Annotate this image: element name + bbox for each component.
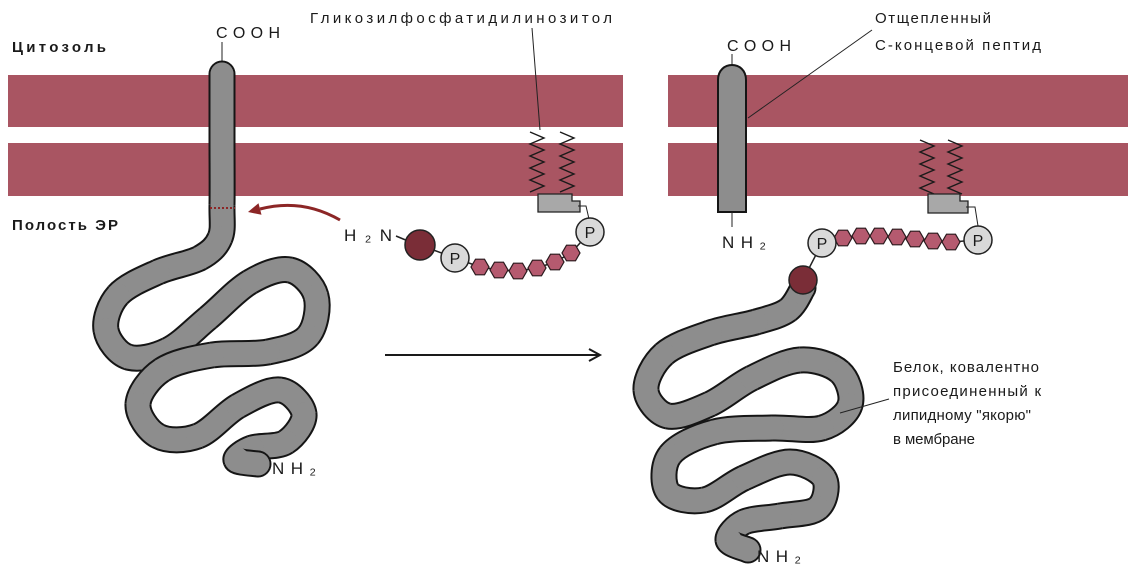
sugar-hexagon — [471, 259, 489, 275]
nh2-label-left: NH₂ — [272, 459, 316, 478]
nh2-label-right-bottom: NH₂ — [757, 547, 801, 566]
sugar-hexagon — [942, 234, 960, 250]
membrane-bilayer-left — [8, 75, 623, 196]
sugar-hexagon — [924, 233, 942, 249]
cleaved-c-terminal-peptide — [718, 65, 746, 212]
protein-tube-left-segment — [236, 460, 258, 464]
membrane-band-upper-left — [8, 75, 623, 127]
sugar-hexagon — [528, 260, 546, 276]
cytosol-label: Цитозоль — [12, 39, 106, 56]
sugar-hexagon — [562, 245, 580, 261]
anchored-protein-label-line3: липидному "якорю" — [893, 407, 1031, 424]
transfer-arrow-shaft — [260, 205, 340, 220]
cleaved-peptide-label-line1: Отщепленный — [875, 10, 991, 27]
anchored-protein-chain — [646, 275, 851, 564]
phosphate-label: P — [817, 236, 828, 253]
ethanolamine-circle-right — [789, 266, 817, 294]
glycan-chain-right — [822, 228, 978, 250]
anchored-protein-label-line4: в мембране — [893, 431, 975, 448]
gpi-anchor-right: P P — [646, 140, 992, 564]
sugar-hexagon — [888, 229, 906, 245]
reaction-arrow — [385, 349, 600, 361]
sugar-hexagon — [852, 228, 870, 244]
lipid-headgroup-block-right — [928, 194, 968, 213]
gpi-label: Гликозилфосфатидилинозитол — [310, 10, 612, 27]
phosphate-label: P — [973, 233, 984, 250]
protein-tube-right-segment — [728, 540, 748, 550]
cleaved-peptide-label-line2: С-концевой пептид — [875, 37, 1041, 54]
glycan-chain-left — [455, 232, 590, 279]
transfer-arrow-head — [248, 203, 262, 215]
h2n-label: H₂N — [344, 226, 392, 245]
sugar-hexagon — [490, 262, 508, 278]
sugar-hexagon — [509, 263, 527, 279]
lipid-headgroup-block-left — [538, 194, 580, 212]
er-lumen-label: Полость ЭР — [12, 217, 118, 234]
cooh-label-right: COOH — [727, 38, 791, 55]
anchored-protein-label-line1: Белок, ковалентно — [893, 359, 1039, 376]
phosphate-label: P — [585, 225, 596, 242]
ethanolamine-circle-left — [405, 230, 435, 260]
phosphate-label: P — [450, 251, 461, 268]
membrane-band-lower-left — [8, 143, 623, 196]
anchored-protein-label-line2: присоединенный к — [893, 383, 1041, 400]
sugar-hexagon — [870, 228, 888, 244]
nh2-label-right-top: NH₂ — [722, 233, 766, 252]
transfer-arrow — [248, 203, 340, 220]
sugar-hexagon — [546, 254, 564, 270]
cooh-label-left: COOH — [216, 25, 280, 42]
sugar-hexagon — [906, 231, 924, 247]
